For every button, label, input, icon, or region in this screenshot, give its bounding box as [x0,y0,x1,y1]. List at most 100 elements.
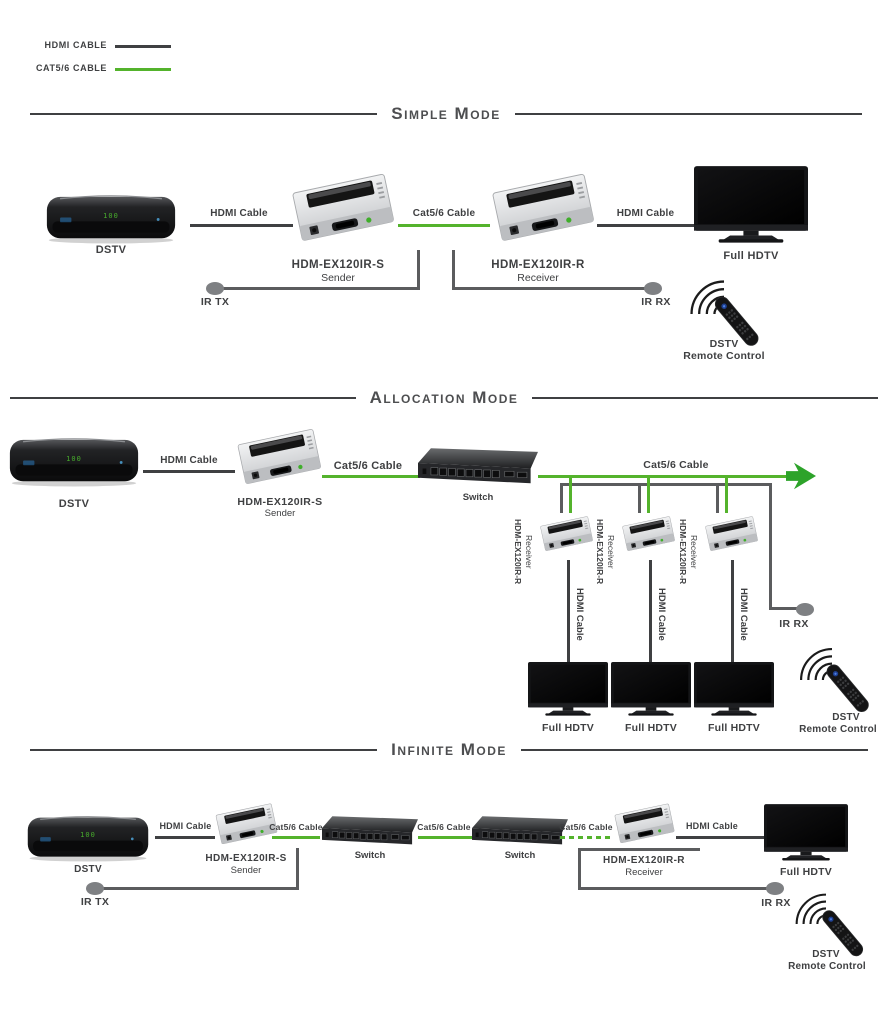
hdmi-receiver-unit [488,168,600,254]
cat5-drop-line [569,475,572,513]
remote-name-label: Remote Control [799,724,877,735]
divider-rule [30,749,378,751]
hdmi-cable-vertical-label: HDMI Cable [738,588,749,641]
legend-cat5-label: CAT5/6 CABLE [35,63,107,73]
ir-tx-dot [86,882,104,895]
hdtv [694,662,774,718]
hdmi-cable-line [143,470,235,473]
receiver-model-label: HDM-EX120IR-R [603,855,685,866]
ir-rx-label: IR RX [641,296,671,308]
sender-model-label: HDM-EX120IR-S [205,853,287,864]
dstv-label: DSTV [58,498,90,510]
ir-tx-label: IR TX [80,896,110,908]
ir-bus-line [561,483,772,486]
hdmi-cable-label: HDMI Cable [160,455,218,466]
ir-rx-line-segment [769,483,772,610]
mode-title-infinite: Infinite Mode [391,740,507,759]
hdmi-cable-label: HDMI Cable [210,208,268,219]
hdtv [528,662,608,718]
cat5-cable-label: Cat5/6 Cable [333,460,403,472]
hdtv [611,662,691,718]
receiver-vertical-label: Receiver HDM-EX120IR-R [513,519,535,585]
divider-rule [514,113,862,115]
divider-rule [532,397,879,399]
hdmi-drop-line [731,560,734,664]
switch-label: Switch [354,850,386,861]
hdtv-label: Full HDTV [780,866,832,878]
hdmi-cable-line [597,224,694,227]
hdmi-sender-unit [288,168,400,254]
cat5-cable-line [272,836,320,839]
remote-brand-label: DSTV [709,338,739,350]
mode-title-allocation: Allocation Mode [369,388,519,407]
ir-rx-line-segment [452,250,455,290]
ir-rx-line-segment [578,887,768,890]
hdmi-cable-label: HDMI Cable [685,821,738,831]
ir-rx-line-segment [578,848,581,890]
receiver-role-label: Receiver [625,867,663,878]
hdmi-receiver-unit [703,513,761,558]
hdmi-cable-line [155,836,215,839]
divider-rule [520,749,868,751]
switch-label: Switch [462,492,494,503]
ir-tx-dot [206,282,224,295]
divider-rule [30,113,378,115]
ir-rx-label: IR RX [761,897,791,909]
receiver-vertical-label: Receiver HDM-EX120IR-R [678,519,700,585]
hdtv-label: Full HDTV [723,250,779,262]
remote-brand-label: DSTV [812,949,840,960]
remote-control [814,658,882,718]
cat5-bus-label: Cat5/6 Cable [643,459,709,471]
simple-mode-header: Simple Mode [30,104,862,124]
cat5-cable-label: Cat5/6 Cable [559,822,613,832]
ir-drop-line [638,483,641,513]
network-switch [322,816,418,849]
ir-rx-line-segment [452,287,648,290]
sender-role-label: Sender [321,272,355,284]
cat5-cable-line [398,224,490,227]
decoder-display: 100 [66,455,82,463]
switch-label: Switch [504,850,536,861]
ir-rx-line-segment [769,607,799,610]
decoder-display: 100 [80,831,96,839]
receiver-model-label: HDM-EX120IR-R [491,259,585,271]
network-switch [418,448,538,489]
hdmi-cable-vertical-label: HDMI Cable [574,588,585,641]
cat5-cable-label: Cat5/6 Cable [417,822,471,832]
cat5-drop-line [725,475,728,513]
hdtv-label: Full HDTV [708,722,760,734]
ir-tx-line-segment [100,887,299,890]
sender-role-label: Sender [230,865,262,876]
hdmi-drop-line [649,560,652,664]
receiver-vertical-label: Receiver HDM-EX120IR-R [595,519,617,585]
hdmi-drop-line [567,560,570,664]
ir-rx-line-segment [578,848,700,851]
infinite-mode-header: Infinite Mode [30,740,868,760]
network-switch [472,816,568,849]
ir-rx-label: IR RX [779,618,809,630]
ir-rx-dot [766,882,784,895]
cat5-drop-line [647,475,650,513]
hdmi-receiver-unit [620,513,678,558]
hdtv-label: Full HDTV [542,722,594,734]
hdtv [764,804,848,863]
ir-drop-line [716,483,719,513]
legend-cat5-swatch [115,68,171,71]
ir-rx-dot [796,603,814,616]
ir-tx-label: IR TX [200,296,230,308]
hdmi-cable-label: HDMI Cable [616,208,675,219]
remote-brand-label: DSTV [832,712,860,723]
decoder-display: 100 [103,212,119,220]
cat5-bus-arrow-icon [786,462,816,490]
sender-role-label: Sender [264,508,296,519]
cat5-cable-line [322,475,420,478]
legend-hdmi-swatch [115,45,171,48]
remote-name-label: Remote Control [683,350,765,362]
remote-name-label: Remote Control [788,961,866,972]
allocation-mode-header: Allocation Mode [10,388,879,408]
divider-rule [10,397,356,399]
hdmi-cable-line [190,224,293,227]
hdmi-cable-label: HDMI Cable [159,821,212,831]
cat5-cable-label: Cat5/6 Cable [412,208,476,219]
